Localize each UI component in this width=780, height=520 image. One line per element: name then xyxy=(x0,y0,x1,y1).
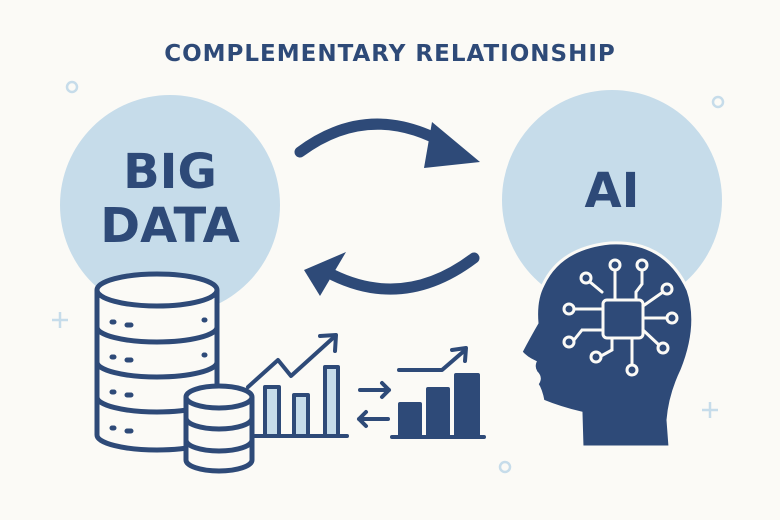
decorations xyxy=(52,80,725,474)
big-data-line2: DATA xyxy=(100,198,239,254)
title: COMPLEMENTARY RELATIONSHIP xyxy=(164,41,616,67)
big-data-line1: BIG xyxy=(123,144,217,200)
big-data-circle xyxy=(60,95,280,315)
bar-chart-icon xyxy=(390,346,486,439)
exchange-arrows-icon xyxy=(357,381,391,428)
growth-chart-icon xyxy=(246,333,349,438)
ai-head-circuit-icon xyxy=(519,241,695,449)
ai-circle xyxy=(502,90,722,310)
ai-label: AI xyxy=(584,163,639,219)
small-database-icon xyxy=(183,383,255,474)
cycle-arrows-icon xyxy=(294,118,480,296)
